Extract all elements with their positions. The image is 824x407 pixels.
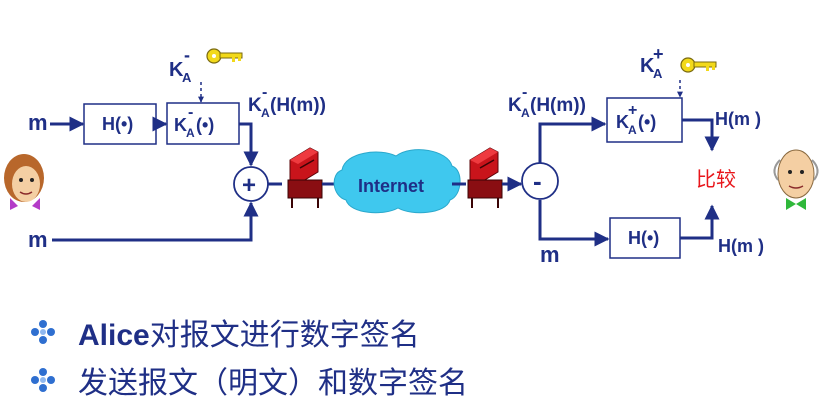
svg-text:A: A: [182, 70, 192, 85]
svg-text:H(•): H(•): [628, 228, 659, 248]
encrypt-box-label: K A - (•): [174, 104, 214, 140]
decrypt-box: [606, 97, 683, 143]
svg-text:(H(m)): (H(m)): [270, 95, 326, 116]
svg-text:+: +: [653, 44, 664, 64]
router-icon-sender: [287, 147, 323, 208]
signature-label-receiver: K A - (H(m)): [508, 84, 586, 120]
diamond-bullet-icon: [31, 368, 55, 392]
svg-text:(•): (•): [638, 112, 656, 132]
list-item: 发送报文（明文）和数字签名: [30, 356, 468, 404]
key-icon: [680, 57, 717, 73]
svg-text:+: +: [242, 172, 256, 199]
svg-text:-: -: [184, 45, 190, 65]
svg-text:A: A: [261, 106, 270, 120]
svg-text:-: -: [262, 84, 267, 101]
hash-output-bottom: H(m ): [718, 236, 764, 256]
alice-avatar-icon: [4, 154, 44, 210]
svg-text:K: K: [640, 55, 655, 77]
compare-label: 比较: [696, 167, 736, 191]
svg-text:-: -: [533, 166, 542, 196]
message-label-receiver: m: [540, 242, 560, 267]
svg-text:K: K: [248, 95, 262, 116]
bullet-list: Alice对报文进行数字签名 发送报文（明文）和数字签名: [30, 308, 468, 404]
svg-text:-: -: [188, 104, 193, 121]
internet-cloud: Internet: [333, 149, 461, 214]
key-icon: [206, 48, 243, 64]
svg-text:A: A: [521, 106, 530, 120]
encrypt-box: [166, 102, 240, 145]
svg-text:A: A: [186, 126, 195, 140]
diamond-bullet-icon: [31, 320, 55, 344]
bullet-text: 发送报文（明文）和数字签名: [78, 366, 468, 401]
svg-text:+: +: [628, 102, 637, 119]
svg-text:Internet: Internet: [358, 176, 424, 196]
svg-text:-: -: [522, 84, 527, 101]
receiver-public-key-label: K A +: [640, 44, 664, 81]
svg-text:K: K: [616, 112, 629, 132]
svg-text:A: A: [628, 123, 637, 137]
router-icon-receiver: [467, 147, 503, 208]
svg-text:A: A: [653, 66, 663, 81]
sender-private-key-label: K A -: [169, 45, 192, 85]
bob-avatar-icon: [773, 149, 819, 210]
message-label-bottom: m: [28, 227, 48, 252]
hash-box-sender: [83, 103, 157, 145]
svg-text:K: K: [508, 95, 522, 116]
message-label: m: [28, 110, 48, 135]
signature-label-sender: K A - (H(m)): [248, 84, 326, 120]
svg-text:K: K: [174, 115, 187, 135]
bullet-text: Alice对报文进行数字签名: [78, 318, 420, 353]
digital-signature-diagram: K A - m H(•) K A - (•) K A - (H(m)) + m: [4, 44, 819, 267]
svg-text:H(•): H(•): [102, 114, 133, 134]
svg-text:(•): (•): [196, 115, 214, 135]
hash-output-top: H(m ): [715, 109, 761, 129]
list-item: Alice对报文进行数字签名: [30, 308, 468, 356]
svg-text:K: K: [169, 59, 184, 81]
decrypt-box-label: K A + (•): [616, 102, 656, 137]
svg-text:(H(m)): (H(m)): [530, 95, 586, 116]
